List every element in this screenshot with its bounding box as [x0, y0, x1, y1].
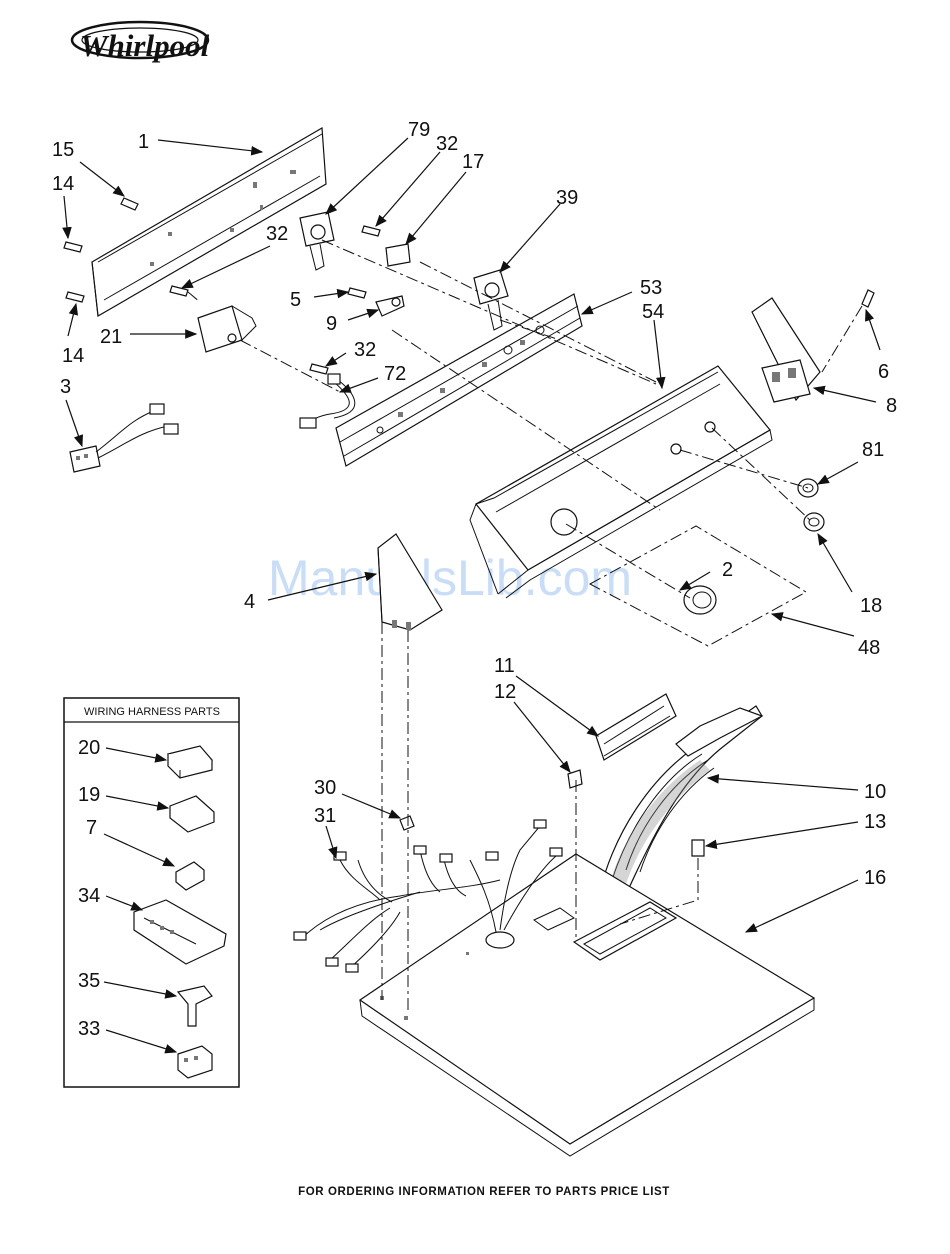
screw-part-32-left [170, 286, 188, 296]
callout-35: 35 [78, 970, 100, 992]
callout-32-left: 32 [266, 223, 288, 245]
screw-part-5 [348, 288, 366, 298]
callout-6: 6 [878, 361, 889, 383]
callout-13: 13 [864, 811, 886, 833]
wire-harness-part-72 [300, 374, 355, 428]
callout-79: 79 [408, 119, 430, 141]
ordering-info-footer: FOR ORDERING INFORMATION REFER TO PARTS … [0, 1186, 950, 1198]
callout-10: 10 [864, 781, 886, 803]
clip-part-30 [400, 816, 414, 830]
screw-part-32-top [362, 226, 380, 236]
end-cap-part-8 [752, 298, 820, 402]
harness-box-title: WIRING HARNESS PARTS [84, 706, 220, 718]
timer-part-21 [198, 306, 256, 352]
bracket-part-9 [376, 296, 404, 316]
screw-part-15 [121, 198, 138, 210]
callout-16: 16 [864, 867, 886, 889]
top-panel-part-16 [360, 854, 814, 1156]
callout-14-lower: 14 [62, 345, 84, 367]
svg-text:Whirlpool: Whirlpool [80, 28, 210, 63]
callout-4: 4 [244, 591, 255, 613]
screw-part-6 [862, 290, 874, 307]
callout-7: 7 [86, 817, 97, 839]
callout-72: 72 [384, 363, 406, 385]
screw-part-32-lower [310, 364, 328, 374]
callout-48: 48 [858, 637, 880, 659]
callout-21: 21 [100, 326, 122, 348]
callout-14-upper: 14 [52, 173, 74, 195]
knob-part-2 [684, 586, 716, 614]
callout-1: 1 [138, 131, 149, 153]
callout-17: 17 [462, 151, 484, 173]
callout-19: 19 [78, 784, 100, 806]
callout-15: 15 [52, 139, 74, 161]
callout-33: 33 [78, 1018, 100, 1040]
callout-9: 9 [326, 313, 337, 335]
callout-2: 2 [722, 559, 733, 581]
callout-3: 3 [60, 376, 71, 398]
knob-part-18 [804, 513, 824, 531]
screw-part-14-lower [66, 292, 84, 302]
clip-part-12 [568, 770, 582, 788]
wire-harness-part-3 [70, 404, 178, 472]
cover-part-11 [596, 694, 676, 760]
callout-31: 31 [314, 805, 336, 827]
callout-34: 34 [78, 885, 100, 907]
callout-20: 20 [78, 737, 100, 759]
watermark: ManualsLib.com [268, 550, 632, 606]
screw-part-14-upper [64, 242, 82, 252]
clip-part-17 [386, 244, 410, 266]
callout-30: 30 [314, 777, 336, 799]
callout-32-top: 32 [436, 133, 458, 155]
callout-32-lower: 32 [354, 339, 376, 361]
callout-54: 54 [642, 301, 664, 323]
callout-39: 39 [556, 187, 578, 209]
callout-53: 53 [640, 277, 662, 299]
screw-part-13 [692, 840, 704, 856]
callout-11: 11 [494, 655, 515, 677]
callout-8: 8 [886, 395, 897, 417]
switch-part-79 [300, 212, 334, 270]
callout-12: 12 [494, 681, 516, 703]
console-panel-part-1 [92, 128, 326, 316]
callout-5: 5 [290, 289, 301, 311]
whirlpool-logo: Whirlpool [72, 22, 210, 63]
callout-18: 18 [860, 595, 882, 617]
callout-81: 81 [862, 439, 884, 461]
